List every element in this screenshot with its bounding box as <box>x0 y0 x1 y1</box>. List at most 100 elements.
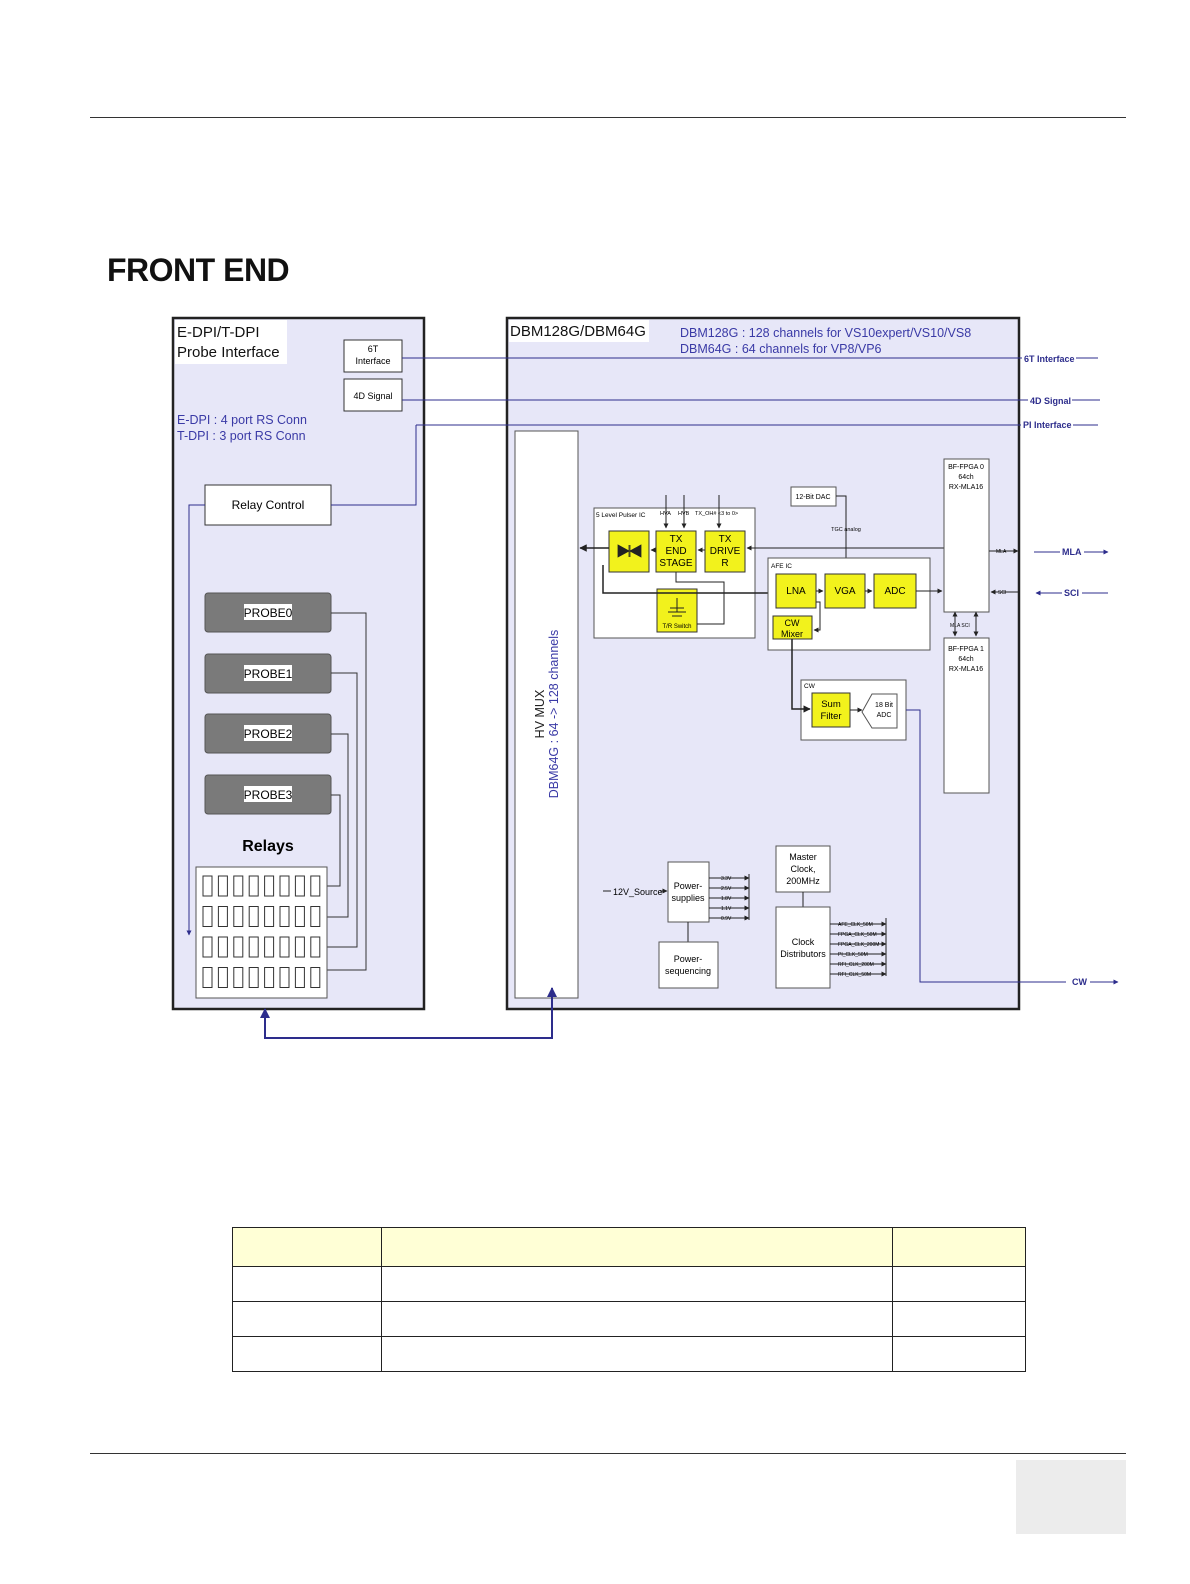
hv-mux-label: HV MUX <box>533 689 547 738</box>
relay-cell <box>217 906 228 927</box>
bit18-adc-2: ADC <box>877 712 892 719</box>
info-table <box>232 1227 1026 1372</box>
ext-sci: SCI <box>1064 588 1079 598</box>
four-d-box-label: 4D Signal <box>353 391 392 401</box>
table-cell <box>232 1336 382 1372</box>
dpi-note-1: E-DPI : 4 port RS Conn <box>177 413 307 427</box>
power-rails: 3.3V2.5V1.8V1.1V0.9V <box>709 874 750 922</box>
table-cell <box>232 1301 382 1337</box>
relay-cell <box>248 875 259 897</box>
relay-cell <box>294 906 305 927</box>
relay-cell <box>279 936 290 958</box>
power-sequencing-block <box>658 941 719 989</box>
fpga-1-line3: RX-MLA16 <box>949 666 983 673</box>
pulser-ic-label: 5 Level Pulser IC <box>596 512 646 519</box>
clock-distributors-block <box>775 906 831 989</box>
relay-cell <box>264 967 275 988</box>
bit18-adc-1: 18 Bit <box>875 702 893 709</box>
relay-cell <box>233 936 244 958</box>
power-supplies-block <box>667 861 710 923</box>
relay-cell <box>310 875 321 897</box>
ext-mla: MLA <box>1062 547 1082 557</box>
table-row <box>232 1266 1026 1302</box>
fpga-1-line1: BF-FPGA 1 <box>948 646 984 653</box>
table-cell <box>381 1301 893 1337</box>
relay-cell <box>310 906 321 927</box>
probe-0-label: PROBE0 <box>244 606 293 620</box>
dbm-panel <box>505 316 1021 1011</box>
table-cell <box>381 1336 893 1372</box>
table-cell <box>892 1301 1026 1337</box>
adc-block <box>873 573 917 609</box>
power-seq-1: Power- <box>674 954 703 964</box>
clock-output-label: RFI_CLK_50M <box>838 972 871 978</box>
tr-switch-label: T/R Switch <box>662 624 691 630</box>
relay-cell <box>279 906 290 927</box>
fpga-1-line2: 64ch <box>958 656 973 663</box>
relay-control-label: Relay Control <box>232 498 305 512</box>
probe-2-label: PROBE2 <box>244 727 293 741</box>
relay-cell <box>217 936 228 958</box>
ext-pi-interface: PI Interface <box>1023 420 1072 430</box>
lna-block <box>775 573 817 609</box>
tx-end-stage-block <box>655 530 697 573</box>
relay-cell <box>217 967 228 988</box>
master-clock-2: Clock, <box>790 864 815 874</box>
dpi-note-2: T-DPI : 3 port RS Conn <box>177 429 306 443</box>
fpga-0-block <box>943 458 990 613</box>
relays-label: Relays <box>242 838 294 855</box>
probe-3-label: PROBE3 <box>244 788 293 802</box>
tx-end-stage-1: TX <box>670 534 683 545</box>
power-rail-label: 1.8V <box>721 896 732 902</box>
adc-label: ADC <box>884 586 905 597</box>
relay-cell <box>294 967 305 988</box>
relay-cells <box>202 875 321 988</box>
six-t-interface-box <box>343 339 403 373</box>
power-rail-label: 3.3V <box>721 876 732 882</box>
relay-cell <box>310 967 321 988</box>
ext-4d-signal: 4D Signal <box>1030 396 1071 406</box>
sum-filter-2: Filter <box>820 711 841 722</box>
relay-cell <box>233 906 244 927</box>
probe-2: PROBE2 <box>204 713 332 754</box>
relay-cell <box>202 906 213 927</box>
relay-cell <box>294 936 305 958</box>
table-header-cell <box>232 1227 382 1267</box>
relay-cell <box>264 936 275 958</box>
power-rail-label: 1.1V <box>721 906 732 912</box>
tx-driver-2: DRIVE <box>710 546 741 557</box>
probe-panel-title-2: Probe Interface <box>177 344 280 361</box>
fpga-0-line3: RX-MLA16 <box>949 484 983 491</box>
fpga-0-line1: BF-FPGA 0 <box>948 464 984 471</box>
fpga-1-block <box>943 637 990 794</box>
clock-output-label: PI_CLK_50M <box>838 952 868 958</box>
relay-cell <box>248 906 259 927</box>
bottom-rule <box>90 1453 1126 1454</box>
relay-cell <box>279 875 290 897</box>
table-header-cell <box>381 1227 893 1267</box>
table-cell <box>892 1266 1026 1302</box>
relay-cell <box>202 936 213 958</box>
power-source-label: 12V_Source <box>613 887 663 897</box>
relay-cell <box>233 875 244 897</box>
probe-panel-title-1: E-DPI/T-DPI <box>177 324 260 341</box>
table-header-cell <box>892 1227 1026 1267</box>
fpga-0-line2: 64ch <box>958 474 973 481</box>
top-rule <box>90 117 1126 118</box>
relay-cell <box>264 906 275 927</box>
table-row <box>232 1301 1026 1337</box>
ext-6t-interface: 6T Interface <box>1024 354 1075 364</box>
section-heading: FRONT END <box>107 252 290 288</box>
tx-ctrl-label: TX_OH# <3 to 0> <box>695 511 738 517</box>
clock-output-label: FPGA_CLK_200M <box>838 942 879 948</box>
dbm-desc-1: DBM128G : 128 channels for VS10expert/VS… <box>680 326 971 340</box>
clock-dist-1: Clock <box>792 937 815 947</box>
probe-0: PROBE0 <box>204 592 332 633</box>
dbm-panel-title: DBM128G/DBM64G <box>510 323 646 340</box>
vga-block <box>824 573 866 609</box>
cw-mixer-1: CW <box>785 618 800 628</box>
lna-label: LNA <box>786 586 806 597</box>
master-clock-block <box>775 845 831 893</box>
clock-output-label: AFE_CLK_50M <box>838 922 873 928</box>
